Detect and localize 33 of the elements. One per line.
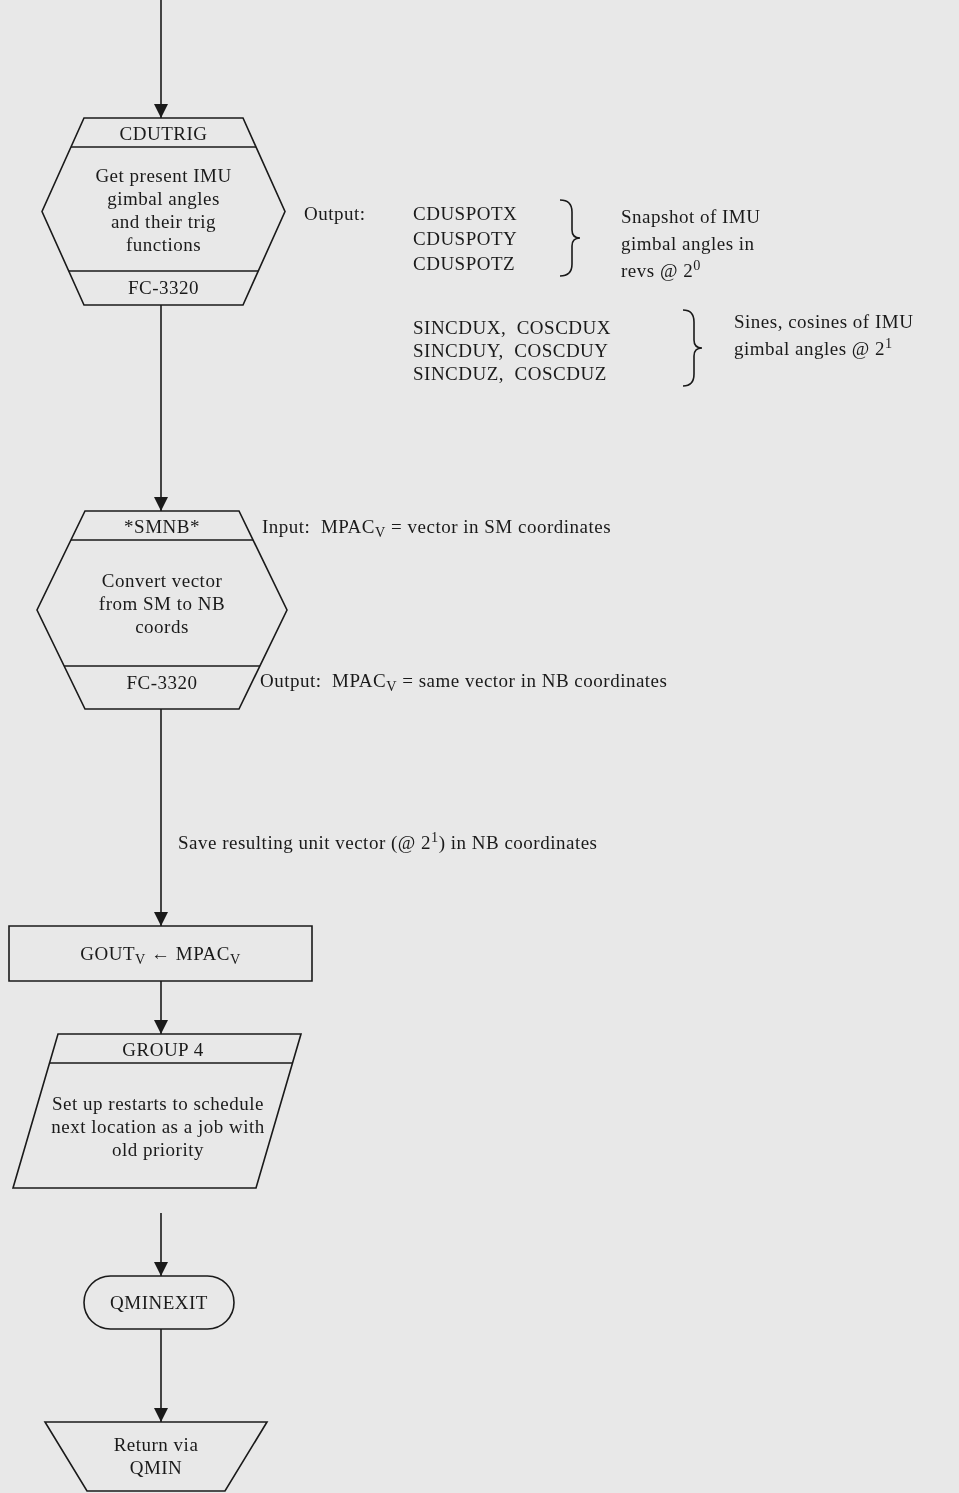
- process-box: [9, 926, 312, 981]
- annotation-text: Output: MPAC$_{V}$ = same vector in NB coordinates: [260, 669, 668, 694]
- arrow: [154, 980, 168, 1035]
- note-text: Snapshot of IMU gimbal angles in revs @ 2$^{0}$: [621, 205, 762, 283]
- variable-name: SINCDUY, COSCDUY: [413, 339, 610, 363]
- step-text: GOUT$_{V}$ ← MPAC$_{V}$: [80, 942, 241, 965]
- arrow: [154, 304, 168, 512]
- annotation-text: Input: MPAC$_{V}$ = vector in SM coordinates: [262, 515, 612, 540]
- step-text: FC-3320: [127, 275, 200, 299]
- variable-name: SINCDUZ, COSCDUZ: [413, 362, 608, 386]
- io-parallelogram: [13, 1034, 301, 1188]
- step-text: Get present IMU gimbal angles and their trig functions: [94, 164, 233, 256]
- arrow: [154, 1212, 168, 1277]
- step-text: Set up restarts to schedule next location as a job with old priority: [50, 1091, 266, 1161]
- variable-name: Output:: [304, 202, 367, 226]
- exit-trapezoid: [45, 1422, 267, 1491]
- note-text: Sines, cosines of IMU gimbal angles @ 2$^{1}$: [734, 310, 915, 361]
- routine-name: *SMNB*: [124, 515, 200, 538]
- variable-name: SINCDUX, COSCDUX: [413, 316, 612, 340]
- arrow: [154, 708, 168, 927]
- routine-name: GROUP 4: [122, 1037, 204, 1061]
- arrow: [154, 0, 168, 119]
- variable-name: CDUSPOTZ: [413, 252, 517, 276]
- process-hexagon: [42, 118, 285, 305]
- step-text: QMINEXIT: [110, 1291, 208, 1314]
- step-text: Convert vector from SM to NB coords: [97, 568, 227, 638]
- step-text: FC-3320: [126, 670, 198, 694]
- arrow: [154, 1328, 168, 1423]
- edge-label: Save resulting unit vector (@ 2$^{1}$) in NB coordinates: [178, 830, 598, 856]
- routine-name: CDUTRIG: [119, 122, 208, 145]
- variable-name: CDUSPOTY: [413, 227, 519, 251]
- step-text: Return via QMIN: [112, 1433, 200, 1479]
- variable-name: CDUSPOTX: [413, 202, 519, 226]
